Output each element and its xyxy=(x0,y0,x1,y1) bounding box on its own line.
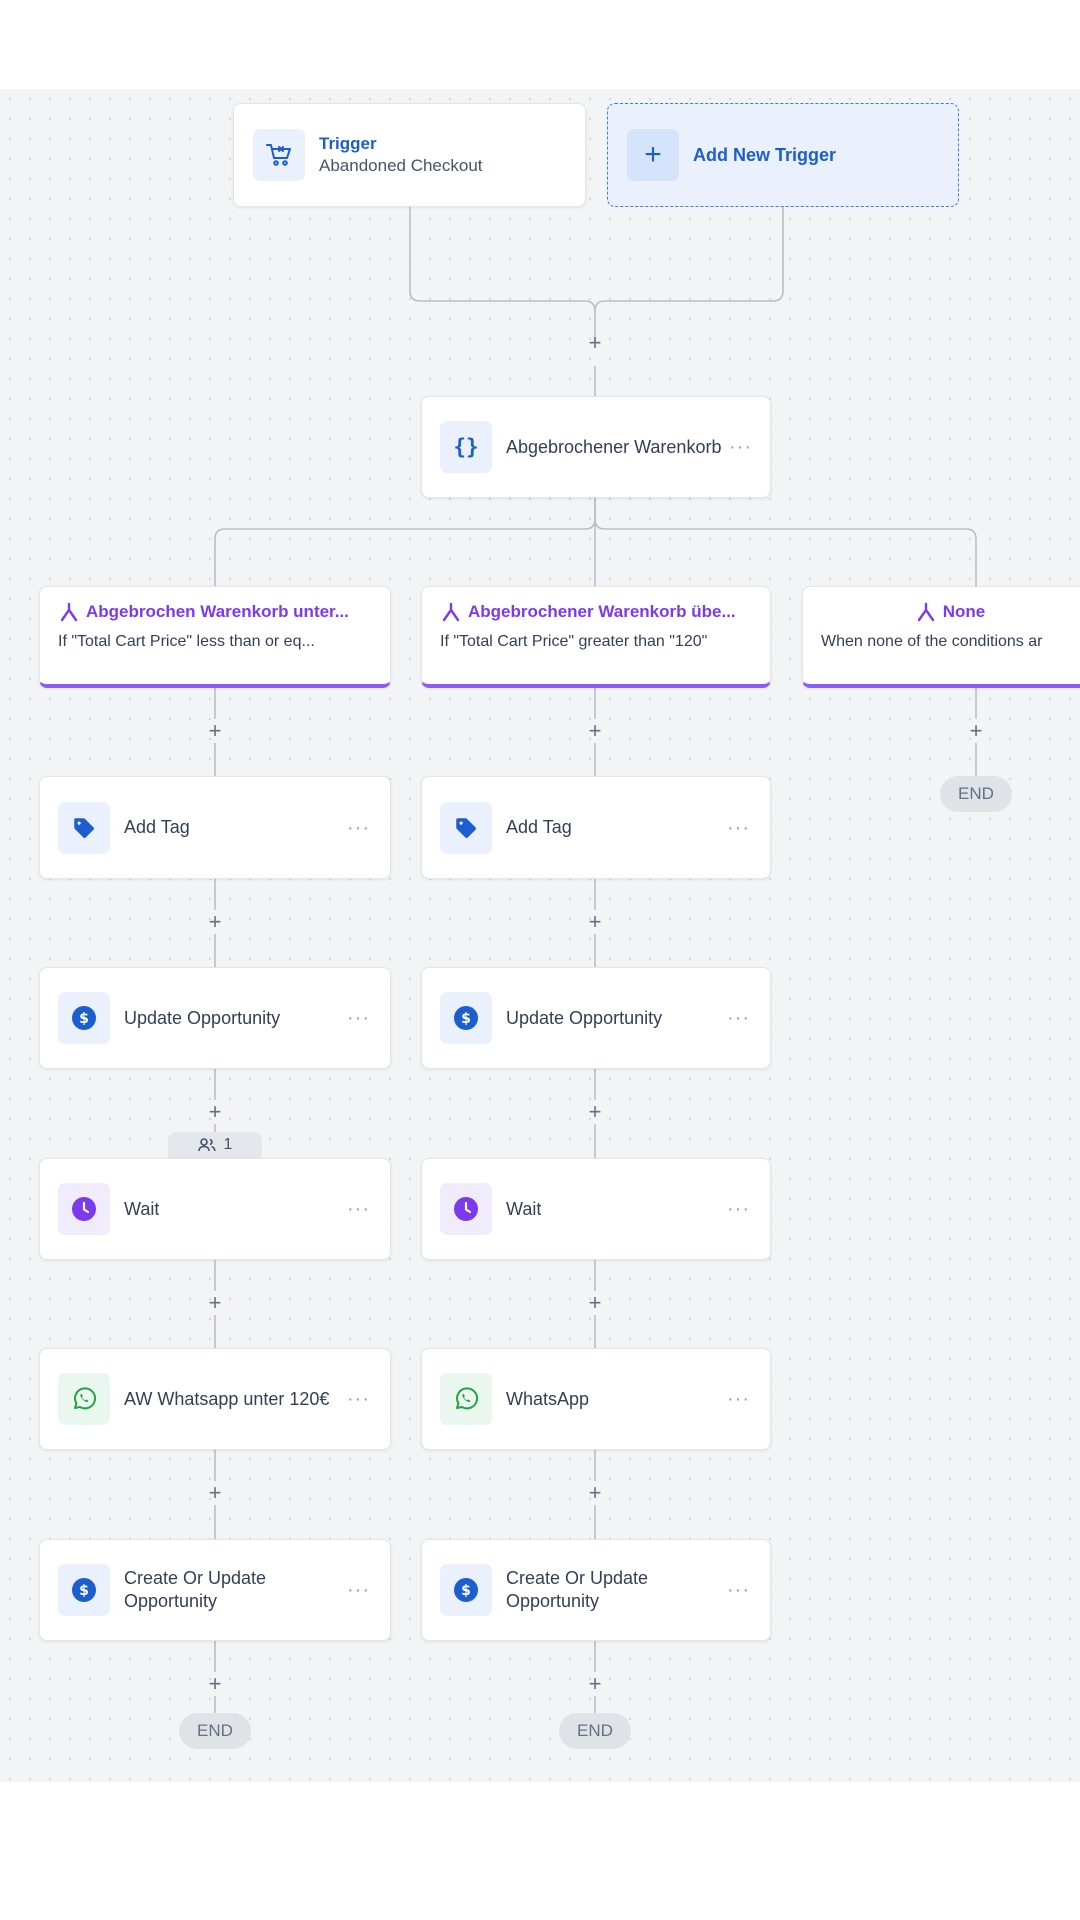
more-options-icon[interactable]: ··· xyxy=(347,816,370,839)
action-create-or-update-opportunity[interactable]: $ Create Or Update Opportunity ··· xyxy=(421,1539,771,1641)
add-step-plus-icon[interactable]: + xyxy=(588,1480,602,1505)
svg-text:$: $ xyxy=(79,1011,89,1027)
svg-text:$: $ xyxy=(79,1583,89,1599)
action-label: Create Or Update Opportunity xyxy=(124,1568,267,1611)
branch-split-icon xyxy=(917,602,934,622)
branch-condition: When none of the conditions ar xyxy=(821,633,1043,650)
dollar-icon: $ xyxy=(440,1564,492,1616)
trigger-card[interactable]: Trigger Abandoned Checkout xyxy=(233,103,586,207)
more-options-icon[interactable]: ··· xyxy=(727,1198,750,1220)
branch-condition: If "Total Cart Price" less than or eq... xyxy=(58,633,315,650)
branch-over-120[interactable]: Abgebrochener Warenkorb übe... If "Total… xyxy=(421,586,771,688)
action-create-or-update-opportunity[interactable]: $ Create Or Update Opportunity ··· xyxy=(39,1539,391,1641)
add-step-plus-icon[interactable]: + xyxy=(588,330,602,355)
action-label: Create Or Update Opportunity xyxy=(506,1568,649,1611)
add-new-trigger-button[interactable]: + Add New Trigger xyxy=(607,103,959,207)
branch-title: None xyxy=(942,602,986,621)
branch-under-120[interactable]: Abgebrochen Warenkorb unter... If "Total… xyxy=(39,586,391,688)
add-step-plus-icon[interactable]: + xyxy=(588,909,602,934)
dollar-icon: $ xyxy=(58,1564,110,1616)
end-marker: END xyxy=(559,1713,631,1749)
svg-text:$: $ xyxy=(461,1583,471,1599)
action-update-opportunity[interactable]: $ Update Opportunity ··· xyxy=(39,967,391,1069)
end-marker: END xyxy=(940,776,1012,812)
whatsapp-icon xyxy=(58,1373,110,1425)
end-marker: END xyxy=(179,1713,251,1749)
condition-node[interactable]: {} Abgebrochener Warenkorb ··· xyxy=(421,396,771,498)
branch-split-icon xyxy=(60,602,78,622)
action-label: Update Opportunity xyxy=(506,1007,663,1028)
action-label: Wait xyxy=(124,1198,160,1219)
action-label: Add Tag xyxy=(506,817,572,837)
users-icon xyxy=(197,1138,216,1152)
tag-icon xyxy=(58,801,110,854)
more-options-icon[interactable]: ··· xyxy=(729,436,752,458)
connector-lines xyxy=(214,207,977,1713)
action-whatsapp[interactable]: WhatsApp ··· xyxy=(421,1348,771,1450)
more-options-icon[interactable]: ··· xyxy=(727,816,750,839)
action-add-tag[interactable]: Add Tag ··· xyxy=(39,776,391,879)
action-update-opportunity[interactable]: $ Update Opportunity ··· xyxy=(421,967,771,1069)
workflow-canvas[interactable]: Trigger Abandoned Checkout + Add New Tri… xyxy=(0,89,1080,1782)
svg-text:$: $ xyxy=(461,1011,471,1027)
branch-none[interactable]: None When none of the conditions ar xyxy=(802,586,1080,688)
more-options-icon[interactable]: ··· xyxy=(347,1198,370,1220)
add-step-plus-icon[interactable]: + xyxy=(208,1671,222,1696)
more-options-icon[interactable]: ··· xyxy=(727,1007,750,1029)
add-step-plus-icon[interactable]: + xyxy=(208,1480,222,1505)
more-options-icon[interactable]: ··· xyxy=(727,1388,750,1410)
branch-condition: If "Total Cart Price" greater than "120" xyxy=(440,633,708,650)
branch-split-icon xyxy=(442,602,460,622)
more-options-icon[interactable]: ··· xyxy=(347,1388,370,1410)
branch-title: Abgebrochener Warenkorb übe... xyxy=(468,602,736,621)
tag-icon xyxy=(440,801,492,854)
action-label: AW Whatsapp unter 120€ xyxy=(124,1388,330,1409)
action-wait[interactable]: Wait ··· xyxy=(39,1158,391,1260)
action-whatsapp[interactable]: AW Whatsapp unter 120€ ··· xyxy=(39,1348,391,1450)
add-step-plus-icon[interactable]: + xyxy=(588,718,602,743)
contact-count: 1 xyxy=(223,1136,233,1153)
dollar-icon: $ xyxy=(58,992,110,1044)
action-label: Add Tag xyxy=(124,817,190,837)
action-wait[interactable]: Wait ··· xyxy=(421,1158,771,1260)
clock-icon xyxy=(58,1183,110,1235)
dollar-icon: $ xyxy=(440,992,492,1044)
more-options-icon[interactable]: ··· xyxy=(347,1579,370,1601)
add-new-trigger-label: Add New Trigger xyxy=(693,144,837,165)
add-step-plus-icon[interactable]: + xyxy=(208,1290,222,1315)
add-step-plus-icon[interactable]: + xyxy=(588,1290,602,1315)
trigger-subtitle: Abandoned Checkout xyxy=(319,156,483,175)
whatsapp-icon xyxy=(440,1373,492,1425)
curly-braces-icon: {} xyxy=(440,421,492,473)
branch-title: Abgebrochen Warenkorb unter... xyxy=(86,602,349,621)
action-label: Update Opportunity xyxy=(124,1007,281,1028)
condition-node-label: Abgebrochener Warenkorb xyxy=(506,436,722,457)
contact-count-badge[interactable]: 1 xyxy=(168,1132,262,1158)
clock-icon xyxy=(440,1183,492,1235)
more-options-icon[interactable]: ··· xyxy=(347,1007,370,1029)
action-add-tag[interactable]: Add Tag ··· xyxy=(421,776,771,879)
add-step-plus-icon[interactable]: + xyxy=(588,1099,602,1124)
add-step-plus-icon[interactable]: + xyxy=(588,1671,602,1696)
add-step-plus-icon[interactable]: + xyxy=(208,718,222,743)
add-step-plus-icon[interactable]: + xyxy=(208,1099,222,1124)
more-options-icon[interactable]: ··· xyxy=(727,1579,750,1601)
plus-icon: + xyxy=(627,129,679,181)
trigger-title: Trigger xyxy=(319,134,377,153)
action-label: Wait xyxy=(506,1198,542,1219)
cart-icon xyxy=(253,129,305,181)
add-step-plus-icon[interactable]: + xyxy=(208,909,222,934)
action-label: WhatsApp xyxy=(506,1388,590,1409)
add-step-plus-icon[interactable]: + xyxy=(969,718,983,743)
